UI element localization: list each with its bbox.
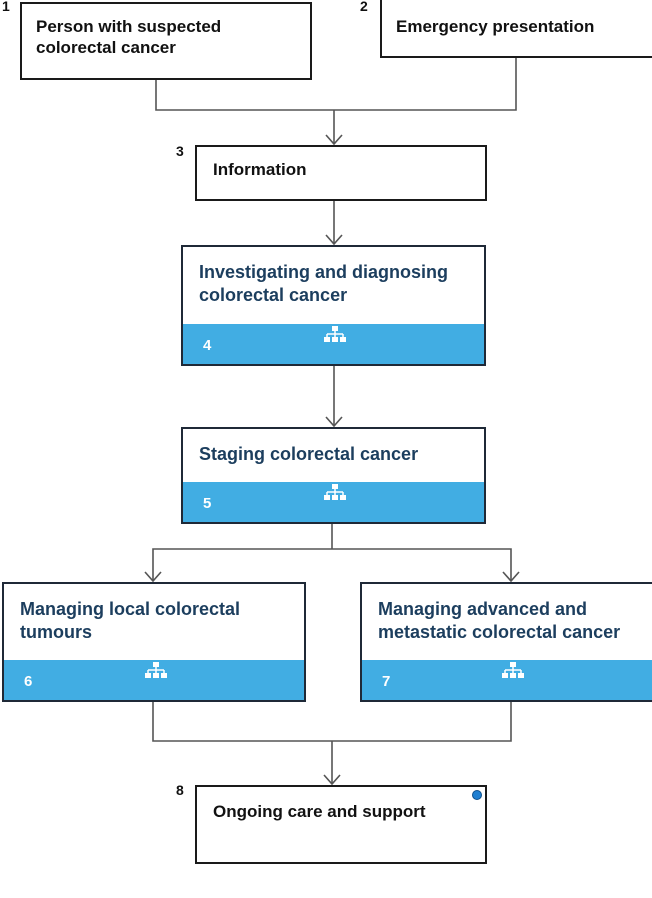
node-5-band: 5: [183, 482, 484, 522]
node-managing-advanced-metastatic[interactable]: Managing advanced and metastatic colorec…: [360, 582, 652, 702]
node-4-band: 4: [183, 324, 484, 364]
pathway-tree-icon[interactable]: [145, 662, 167, 680]
connector-6-to-merge: [152, 701, 332, 742]
connector-split-to-7: [332, 548, 512, 581]
node-information: Information: [195, 145, 487, 201]
step-number-8: 8: [176, 782, 184, 798]
node-4-label: Investigating and diagnosing colorectal …: [199, 262, 449, 305]
connector-2-to-merge: [334, 58, 517, 111]
node-person-with-suspected-cancer: Person with suspected colorectal cancer: [20, 2, 312, 80]
pathway-tree-icon[interactable]: [502, 662, 524, 680]
node-ongoing-care-and-support: Ongoing care and support: [195, 785, 487, 864]
node-6-label: Managing local colorectal tumours: [20, 599, 241, 642]
connector-7-to-merge: [332, 701, 512, 742]
node-7-label: Managing advanced and metastatic colorec…: [378, 599, 621, 642]
node-managing-local-tumours[interactable]: Managing local colorectal tumours 6: [2, 582, 306, 702]
node-emergency-presentation: Emergency presentation: [380, 0, 652, 58]
node-7-band: 7: [362, 660, 652, 700]
arrowhead-3: [325, 134, 343, 146]
arrowhead-7: [502, 571, 520, 583]
arrowhead-4: [325, 234, 343, 246]
connector-split-to-6: [152, 548, 332, 581]
node-4-number: 4: [203, 337, 212, 354]
arrowhead-5: [325, 416, 343, 428]
arrowhead-8: [323, 774, 341, 786]
node-5-number: 5: [203, 495, 212, 512]
node-2-label: Emergency presentation: [396, 17, 595, 36]
connector-1-to-merge: [155, 79, 334, 111]
arrowhead-6: [144, 571, 162, 583]
node-investigating-and-diagnosing[interactable]: Investigating and diagnosing colorectal …: [181, 245, 486, 366]
link-dot-icon[interactable]: [472, 790, 482, 800]
step-number-3: 3: [176, 143, 184, 159]
node-7-number: 7: [382, 673, 391, 690]
pathway-tree-icon[interactable]: [324, 326, 346, 344]
node-6-number: 6: [24, 673, 33, 690]
pathway-tree-icon[interactable]: [324, 484, 346, 502]
step-number-1: 1: [2, 0, 10, 14]
node-5-label: Staging colorectal cancer: [199, 444, 419, 464]
node-staging[interactable]: Staging colorectal cancer 5: [181, 427, 486, 524]
node-3-label: Information: [213, 160, 307, 179]
node-8-label: Ongoing care and support: [213, 802, 426, 821]
step-number-2: 2: [360, 0, 368, 14]
node-6-band: 6: [4, 660, 304, 700]
node-1-label: Person with suspected colorectal cancer: [36, 17, 222, 57]
